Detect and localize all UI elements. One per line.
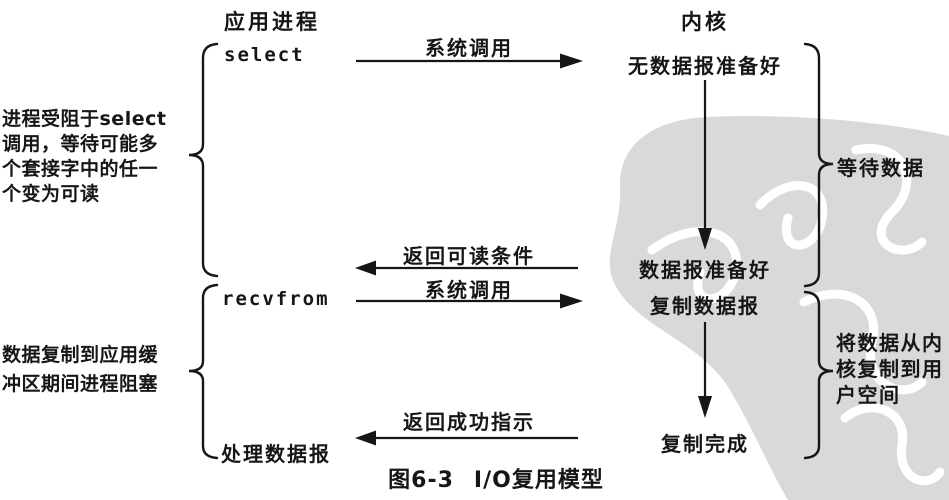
arrowhead-right bbox=[560, 53, 583, 69]
syscall-recvfrom-arrow bbox=[356, 293, 583, 309]
wait-data-down-arrow bbox=[698, 80, 712, 250]
note-kernel-to-user: 将数据从内 核复制到用 户空间 bbox=[836, 331, 944, 407]
return-readable-arrow bbox=[355, 260, 578, 276]
watermark-brush-stroke bbox=[851, 144, 927, 255]
state-copy-complete: 复制完成 bbox=[661, 432, 749, 456]
arrowhead-right bbox=[560, 293, 583, 309]
figure-number: 图6-3 bbox=[388, 468, 454, 493]
watermark-blob bbox=[609, 116, 949, 500]
header-application-process: 应用进程 bbox=[224, 10, 320, 34]
arrowhead-left bbox=[355, 430, 376, 446]
brace-wait-data bbox=[803, 42, 834, 288]
process-datagram-label: 处理数据报 bbox=[221, 442, 331, 466]
return-readable-arrow-label: 返回可读条件 bbox=[403, 244, 535, 268]
arrowhead-down bbox=[698, 228, 712, 250]
copy-data-down-arrow bbox=[698, 322, 712, 418]
arrowhead-left bbox=[355, 260, 376, 276]
brace-select-blocked bbox=[188, 42, 219, 278]
watermark-brush-stroke bbox=[799, 289, 927, 395]
note-copy-blocked: 数据复制到应用缓 冲区期间进程阻塞 bbox=[2, 344, 159, 395]
return-success-arrow bbox=[355, 430, 578, 446]
syscall-recvfrom-arrow-label: 系统调用 bbox=[425, 278, 513, 302]
recvfrom-call-label: recvfrom bbox=[222, 288, 330, 310]
state-no-datagram-ready: 无数据报准备好 bbox=[628, 54, 782, 78]
figure-caption: 图6-3 I/O复用模型 bbox=[326, 462, 666, 494]
select-call-label: select bbox=[224, 44, 305, 66]
watermark-brush-stroke bbox=[840, 403, 945, 486]
return-success-arrow-label: 返回成功指示 bbox=[403, 410, 535, 434]
state-datagram-ready: 数据报准备好 bbox=[639, 258, 771, 282]
figure-title: I/O复用模型 bbox=[473, 468, 604, 493]
syscall-select-arrow bbox=[356, 53, 583, 69]
syscall-select-arrow-label: 系统调用 bbox=[425, 36, 513, 60]
note-select-blocked: 进程受阻于select 调用，等待可能多 个套接字中的任一 个变为可读 bbox=[2, 108, 167, 205]
watermark bbox=[609, 73, 949, 500]
state-copy-datagram: 复制数据报 bbox=[650, 294, 760, 318]
brace-kernel-to-user bbox=[803, 290, 834, 460]
watermark-brush-stroke bbox=[755, 181, 828, 250]
watermark-brush-stroke bbox=[865, 73, 930, 117]
watermark-brush-stroke bbox=[647, 227, 741, 304]
note-wait-data: 等待数据 bbox=[837, 156, 925, 180]
header-kernel: 内核 bbox=[681, 10, 729, 34]
arrowhead-down bbox=[698, 396, 712, 418]
brace-copy-blocked bbox=[188, 283, 219, 460]
